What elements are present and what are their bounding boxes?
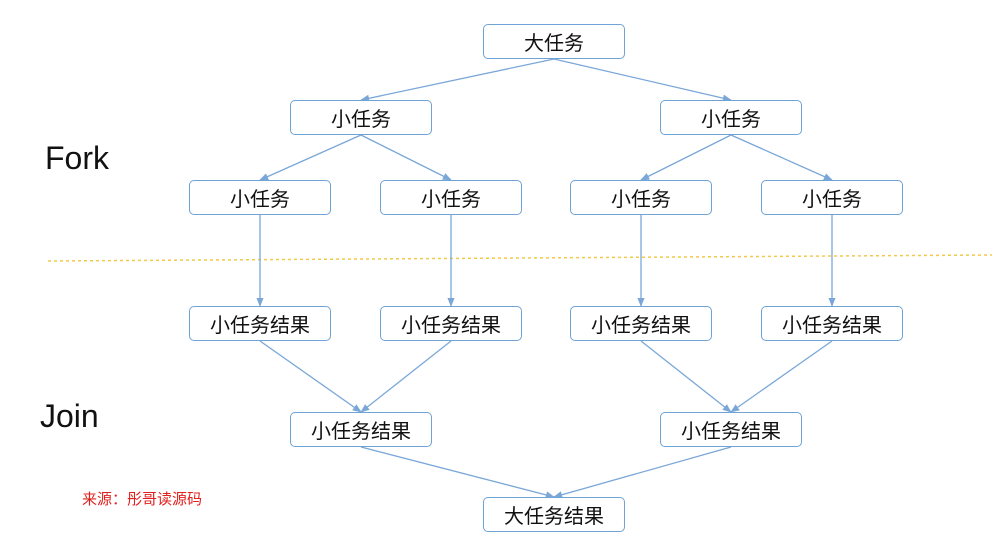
edge-result-ll-to-result-l: [259, 340, 362, 413]
node-result-right: 小任务结果: [660, 412, 802, 447]
node-task-right-right: 小任务: [761, 180, 903, 215]
edge-result-rl-to-result-r: [640, 340, 732, 413]
join-label: Join: [40, 398, 99, 434]
node-big-result: 大任务结果: [483, 497, 625, 532]
edge-task-r-to-task-rl: [640, 134, 732, 181]
node-result-left: 小任务结果: [290, 412, 432, 447]
node-task-right: 小任务: [660, 100, 802, 135]
fork-join-divider: [47, 254, 993, 262]
node-result-right-right: 小任务结果: [761, 306, 903, 341]
node-big-task: 大任务: [483, 24, 625, 59]
node-result-left-right: 小任务结果: [380, 306, 522, 341]
node-result-right-left: 小任务结果: [570, 306, 712, 341]
node-task-left-left: 小任务: [189, 180, 331, 215]
edge-task-l-to-task-lr: [360, 134, 452, 181]
edge-result-rr-to-result-r: [730, 340, 833, 413]
node-task-left-right: 小任务: [380, 180, 522, 215]
edge-result-lr-to-result-l: [360, 340, 452, 413]
edge-big-task-to-task-r: [553, 58, 732, 102]
node-task-right-left: 小任务: [570, 180, 712, 215]
node-result-left-left: 小任务结果: [189, 306, 331, 341]
source-caption: 来源：彤哥读源码: [82, 490, 203, 508]
edge-big-task-to-task-l: [360, 58, 555, 102]
edge-task-r-to-task-rr: [730, 134, 833, 181]
edge-result-l-to-big-result: [360, 446, 555, 499]
fork-label: Fork: [45, 140, 109, 176]
node-task-left: 小任务: [290, 100, 432, 135]
edge-task-l-to-task-ll: [259, 134, 362, 181]
edge-result-r-to-big-result: [553, 446, 732, 499]
